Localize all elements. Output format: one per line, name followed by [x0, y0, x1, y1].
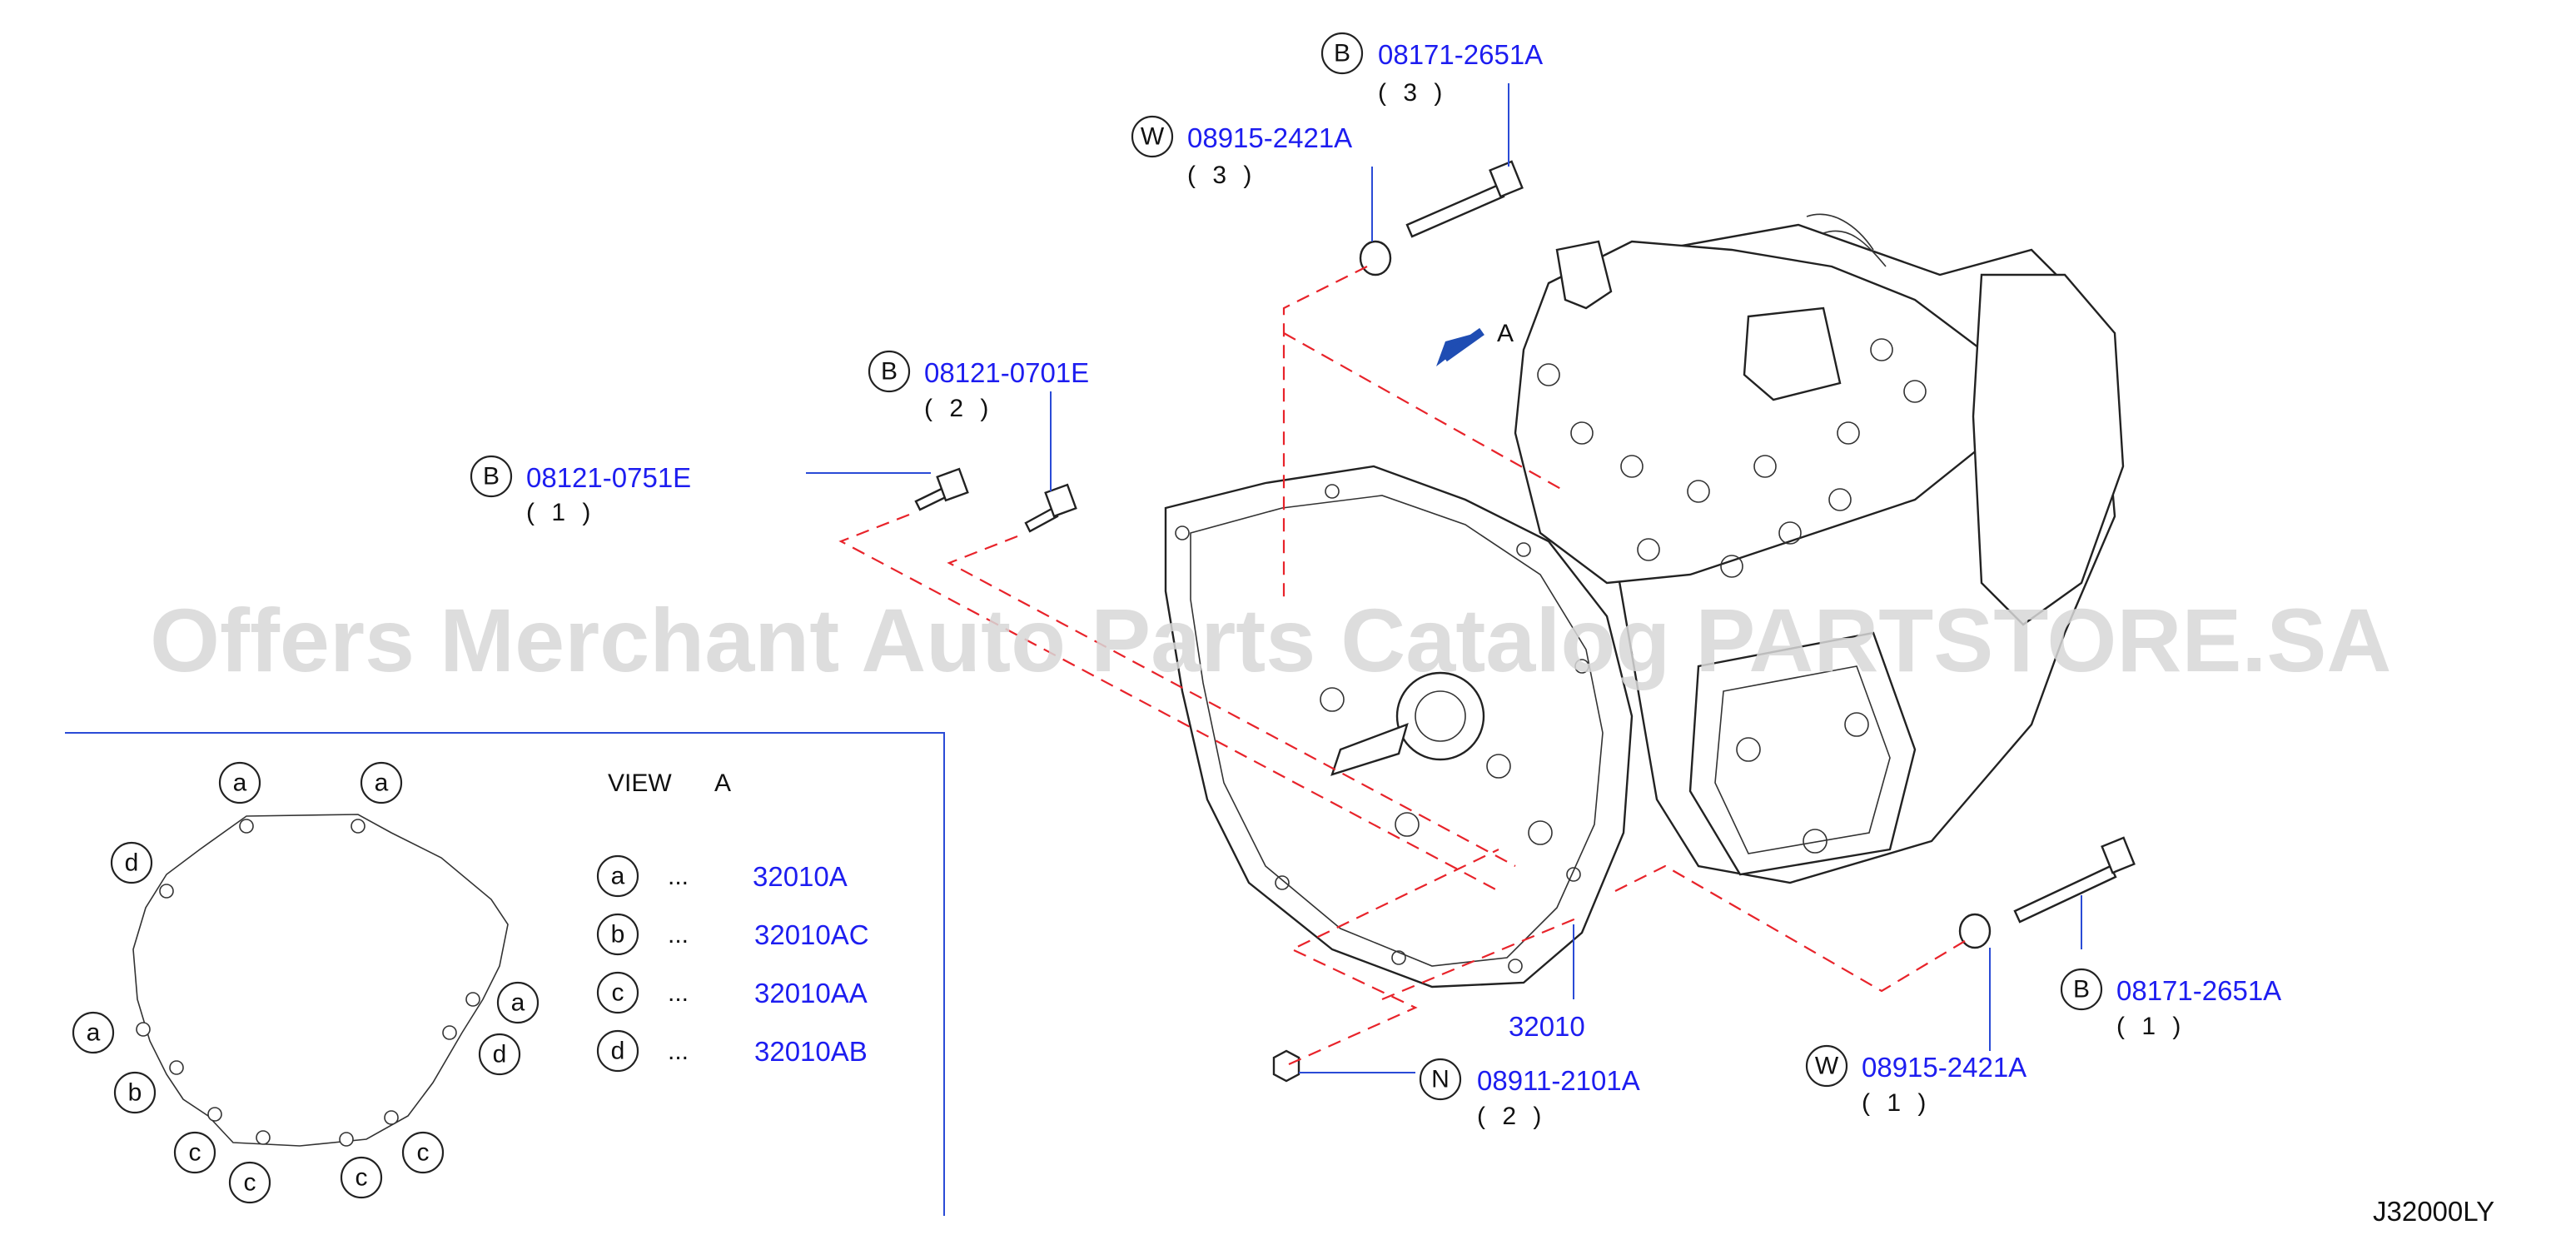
diagram-code: J32000LY [2373, 1196, 2494, 1227]
legend-row-c[interactable]: c ... 32010AA [596, 971, 868, 1014]
part-number-link[interactable]: 08915-2421A [1187, 122, 1352, 153]
nut-icon [1272, 1049, 1300, 1083]
legend-row-b[interactable]: b ... 32010AC [596, 913, 869, 956]
part-number-link[interactable]: 08171-2651A [1378, 39, 1543, 70]
callout-letter: N [1431, 1066, 1450, 1093]
hole-label: c [173, 1131, 216, 1174]
legend-letter: b [611, 921, 625, 949]
quantity: ( 3 ) [1378, 79, 1447, 107]
quantity: ( 1 ) [1862, 1089, 1931, 1117]
svg-text:c: c [189, 1139, 201, 1167]
hole-label: d [478, 1033, 521, 1076]
hole-label: a [72, 1011, 115, 1054]
callout-circle [1419, 1058, 1462, 1101]
legend-row-a[interactable]: a ... 32010A [596, 854, 848, 898]
callout-letter: W [1815, 1053, 1839, 1080]
legend-row-d[interactable]: d ... 32010AB [596, 1029, 868, 1073]
svg-text:d: d [493, 1041, 507, 1068]
part-number-link[interactable]: 08121-0751E [526, 462, 691, 493]
svg-text:c: c [356, 1164, 368, 1192]
part-number-link[interactable]: 08915-2421A [1862, 1052, 2026, 1083]
hole-label: c [401, 1131, 445, 1174]
hole-label: d [110, 841, 153, 884]
view-title: VIEW [608, 769, 672, 797]
gasket-outline [132, 814, 509, 1147]
main-part-number[interactable]: 32010 [1509, 1011, 1585, 1042]
svg-text:a: a [87, 1019, 101, 1047]
bolt-left-1-icon [914, 467, 969, 511]
callout-w-08915-top[interactable]: W 08915-2421A ( 3 ) [1131, 115, 1352, 189]
bolt-bottom-right-icon [2013, 836, 2136, 924]
quantity: ( 2 ) [924, 395, 993, 422]
callout-b-08121-0751e[interactable]: B 08121-0751E ( 1 ) [470, 455, 691, 526]
svg-text:a: a [375, 769, 389, 797]
view-letter: A [714, 769, 731, 797]
svg-text:c: c [244, 1169, 256, 1197]
svg-text:a: a [511, 989, 525, 1017]
part-number-link[interactable]: 08171-2651A [2116, 975, 2281, 1006]
washer-top-icon [1359, 240, 1392, 276]
callout-w-08915-bottom[interactable]: W 08915-2421A ( 1 ) [1805, 1044, 2026, 1117]
callout-n-08911[interactable]: N 08911-2101A ( 2 ) [1419, 1058, 1640, 1130]
hole-label: b [113, 1071, 157, 1114]
assembly-lines [838, 266, 1966, 1066]
legend-part-link[interactable]: 32010AA [754, 978, 868, 1008]
legend-dots: ... [668, 921, 689, 949]
hole-label: a [218, 761, 261, 804]
watermark: Offers Merchant Auto Parts Catalog PARTS… [150, 590, 2391, 690]
callout-b-08121-0701e[interactable]: B 08121-0701E ( 2 ) [868, 350, 1089, 422]
svg-text:d: d [125, 849, 139, 877]
svg-text:a: a [233, 769, 247, 797]
washer-bottom-right-icon [1958, 913, 1992, 949]
callout-circle [1320, 32, 1364, 75]
callout-letter: B [1334, 40, 1350, 67]
bolt-left-2-icon [1024, 483, 1077, 533]
legend-part-link[interactable]: 32010AC [754, 919, 869, 950]
leader-lines [806, 83, 2082, 1073]
hole-label: c [228, 1161, 271, 1204]
quantity: ( 1 ) [526, 499, 595, 526]
view-a-panel: a a d a a d b c c c c VIEW A a ... 32010… [65, 732, 945, 1216]
callout-letter: W [1141, 123, 1165, 151]
callout-circle [470, 455, 513, 498]
part-number-link[interactable]: 08911-2101A [1477, 1065, 1640, 1096]
quantity: ( 1 ) [2116, 1013, 2186, 1040]
svg-text:c: c [417, 1139, 430, 1167]
hole-label: a [496, 981, 540, 1024]
part-number-link[interactable]: 08121-0701E [924, 357, 1089, 388]
callout-letter: B [2073, 976, 2090, 1003]
hole-label: a [360, 761, 403, 804]
callout-circle [2060, 968, 2103, 1011]
callout-letter: B [881, 358, 898, 386]
transmission-assembly[interactable] [1164, 213, 2125, 989]
legend-part-link[interactable]: 32010AB [754, 1036, 868, 1067]
svg-text:b: b [128, 1079, 142, 1107]
quantity: ( 3 ) [1187, 162, 1256, 189]
callout-letter: B [483, 463, 500, 491]
callout-circle [1131, 115, 1174, 158]
quantity: ( 2 ) [1477, 1103, 1546, 1130]
callout-circle [1805, 1044, 1848, 1088]
callout-b-08171-bottom[interactable]: B 08171-2651A ( 1 ) [2060, 968, 2281, 1040]
legend-letter: a [611, 863, 625, 890]
legend-part-link[interactable]: 32010A [753, 861, 848, 892]
hole-label: c [340, 1156, 383, 1199]
bolt-top-icon [1405, 160, 1524, 238]
arrow-label: A [1497, 320, 1514, 347]
callout-b-08171-top[interactable]: B 08171-2651A ( 3 ) [1320, 32, 1543, 107]
callout-circle [868, 350, 911, 393]
gasket-holes [136, 819, 480, 1147]
legend-letter: d [611, 1038, 625, 1065]
legend-letter: c [612, 979, 624, 1007]
legend-dots: ... [668, 979, 689, 1007]
legend-dots: ... [668, 1038, 689, 1065]
legend-dots: ... [668, 863, 689, 890]
view-a-arrow: A [1436, 320, 1514, 366]
